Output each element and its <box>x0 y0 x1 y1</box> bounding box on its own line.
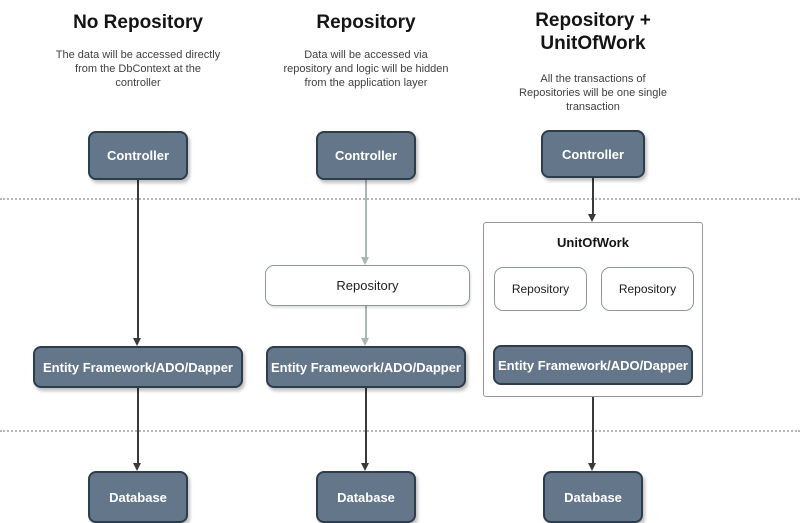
arrowhead-down-icon <box>361 338 369 346</box>
database-box-col2: Database <box>316 471 416 523</box>
controller-box-col2: Controller <box>316 131 416 180</box>
arrow-connector-controller-to-repository-col2 <box>365 180 367 257</box>
arrowhead-down-icon <box>361 257 369 265</box>
arrowhead-down-icon <box>361 463 369 471</box>
arrow-connector-unitofwork-to-database-col3 <box>592 397 594 463</box>
column-description-repository-unitofwork: All the transactions of Repositories wil… <box>519 73 667 113</box>
arrowhead-down-icon <box>133 463 141 471</box>
database-box-col1: Database <box>88 471 188 523</box>
entity-framework-box-col2: Entity Framework/ADO/Dapper <box>266 346 466 388</box>
arrow-connector-controller-to-unitofwork-col3 <box>592 178 594 214</box>
unitofwork-label: UnitOfWork <box>557 235 629 250</box>
column-title-repository: Repository <box>316 12 416 33</box>
layer-divider-top-dotted-line <box>0 198 800 200</box>
controller-box-col3: Controller <box>541 130 645 178</box>
arrowhead-down-icon <box>588 214 596 222</box>
arrowhead-down-icon <box>588 463 596 471</box>
arrow-connector-controller-to-ef-col1 <box>137 180 139 339</box>
controller-box-col1: Controller <box>88 131 188 180</box>
repository-box-uow-right: Repository <box>601 267 694 311</box>
arrow-connector-ef-to-database-col1 <box>137 388 139 463</box>
column-description-no-repository: The data will be accessed directly from … <box>55 49 221 89</box>
arrowhead-down-icon <box>133 338 141 346</box>
arrow-connector-repository-to-ef-col2 <box>365 306 367 338</box>
repository-box-col2: Repository <box>265 265 470 306</box>
arrow-connector-ef-to-database-col2 <box>365 388 367 463</box>
layer-divider-bottom-dotted-line <box>0 430 800 432</box>
unitofwork-container: UnitOfWork Repository Repository Entity … <box>483 222 703 397</box>
entity-framework-box-col3: Entity Framework/ADO/Dapper <box>493 345 693 385</box>
repository-box-uow-left: Repository <box>494 267 587 311</box>
column-title-repository-unitofwork: Repository + UnitOfWork <box>535 10 651 54</box>
database-box-col3: Database <box>543 471 643 523</box>
column-description-repository: Data will be accessed via repository and… <box>283 49 449 89</box>
column-title-no-repository: No Repository <box>73 12 203 33</box>
entity-framework-box-col1: Entity Framework/ADO/Dapper <box>33 346 243 388</box>
